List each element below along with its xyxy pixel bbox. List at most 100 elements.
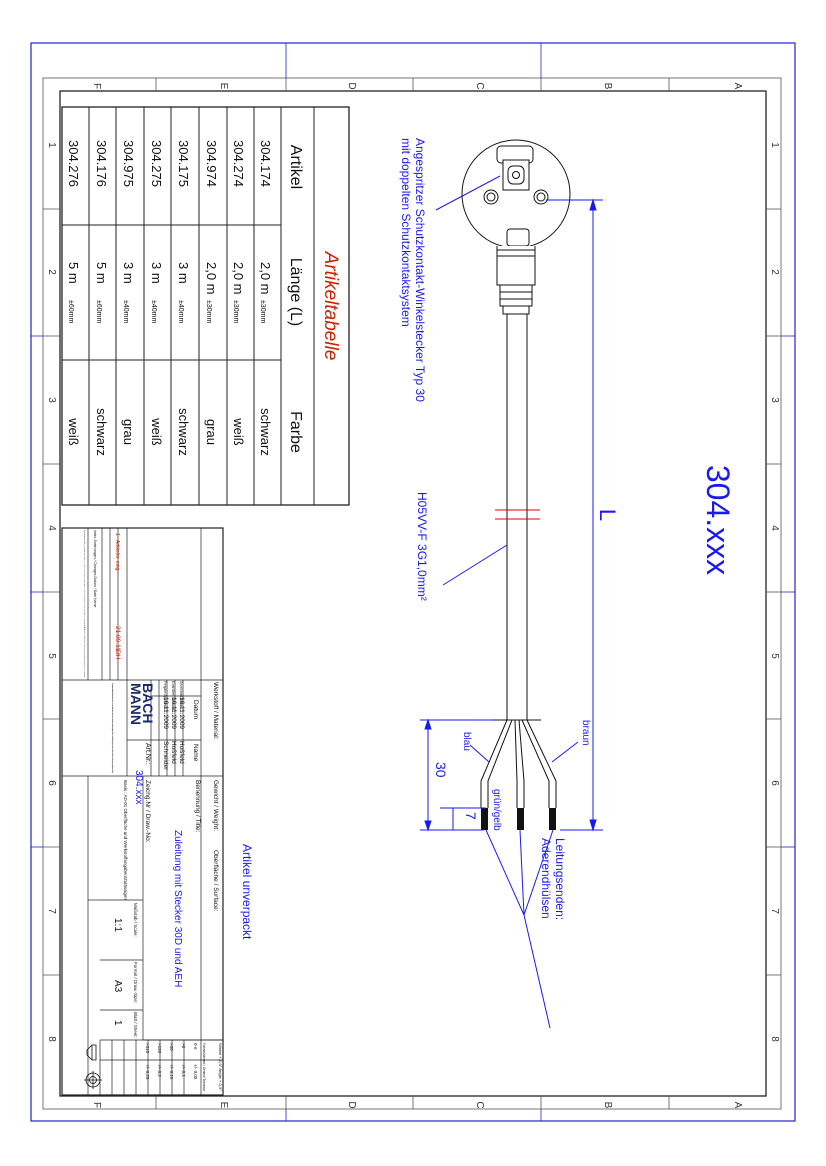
- zone-letter: D: [346, 82, 357, 89]
- wire-label-blue: blau: [461, 732, 472, 751]
- wire-end-note-line1: Leitungsenden:: [553, 838, 567, 920]
- art-no: 304.xxx: [133, 770, 144, 804]
- cell-article: 304.974: [204, 140, 219, 187]
- wire-label-green-yellow: grün/gelb: [491, 789, 502, 831]
- weight-label: Gewicht / Weight:: [212, 780, 219, 831]
- cell-tolerance: ±30mm: [232, 300, 239, 323]
- revision-index: 1: [114, 533, 120, 536]
- tolerance-value: +/- 0,1: [181, 1064, 186, 1077]
- cable-spec: H05VV-F 3G1,0mm²: [415, 492, 429, 601]
- cell-length: 3 m: [149, 262, 164, 284]
- zone-number: 2: [46, 269, 57, 275]
- person-date: 16.11.2009: [170, 697, 177, 729]
- wires: [480, 719, 557, 808]
- person-name: Hoßfeld: [178, 741, 185, 764]
- cable-drawing: [461, 139, 571, 830]
- dimension-sleeve: 7: [463, 812, 479, 820]
- article-table-title: Artikeltabelle: [320, 251, 341, 361]
- zone-number: 4: [46, 525, 57, 531]
- cell-tolerance: ±40mm: [150, 300, 157, 323]
- revision-header: Index Änderungen / Changes Datum / Date …: [93, 530, 97, 607]
- zone-number: 7: [46, 908, 57, 914]
- person-date: 16.11.2009: [162, 697, 169, 729]
- company-logo: BACH MANN: [128, 683, 156, 725]
- cell-color: schwarz: [176, 408, 191, 456]
- cell-length: 5 m: [66, 262, 81, 284]
- length-symbol: L: [595, 509, 620, 521]
- cell-length: 2,0 m: [231, 262, 246, 295]
- designation-label: Benennung / Title:: [194, 780, 201, 833]
- cell-tolerance: ±40mm: [177, 300, 184, 323]
- zone-letter: B: [602, 1102, 613, 1109]
- zone-letter: C: [474, 82, 485, 89]
- zone-number: 6: [769, 780, 780, 786]
- zone-letter: F: [91, 1102, 102, 1108]
- person-name: Hoßfeld: [170, 741, 177, 764]
- tolerance-value: +/- 0,15: [169, 1064, 174, 1080]
- cell-tolerance: ±60mm: [67, 300, 74, 323]
- zone-letter: A: [732, 1102, 743, 1109]
- sheet-label: Blatt / Sheet:: [133, 1012, 138, 1038]
- wire-end-note-line2: Aderendhülsen: [539, 838, 553, 919]
- cell-color: weiß: [66, 417, 81, 446]
- zone-number: 6: [46, 780, 57, 786]
- article-table: Artikeltabelle Artikel Länge (L) Farbe 3…: [61, 106, 350, 506]
- cell-color: grau: [121, 419, 136, 445]
- sheet-value: 1: [112, 1020, 123, 1026]
- tolerance-title: Freimaßtoleranz / General Tolerance: [202, 1043, 206, 1091]
- basis-note: Basis : AD-01 Oberfläche und Werkstoffan…: [123, 780, 128, 900]
- zone-number: 8: [46, 1036, 57, 1042]
- projection-symbol-icon: [84, 1044, 102, 1089]
- tolerance-table: 0-6+/- 0,05>6+/- 0,1>30+/- 0,15>120+/- 0…: [145, 1043, 198, 1080]
- zone-letters: A B C D E F A B C D E F: [91, 82, 743, 1108]
- date-label: Datum: [192, 700, 199, 719]
- cell-tolerance: ±40mm: [122, 300, 129, 323]
- zone-number: 1: [46, 142, 57, 148]
- zone-number: 7: [769, 908, 780, 914]
- company-logo-line1: BACH: [140, 683, 156, 723]
- zone-letter: F: [91, 83, 102, 89]
- header-article: Artikel: [287, 145, 304, 189]
- tolerance-range: >120: [157, 1043, 162, 1054]
- tolerance-value: +/- 0,05: [193, 1064, 198, 1080]
- title-block: Werkstoff / Material: Gewicht / Weight: …: [61, 527, 224, 1096]
- format-label: Format / Draw.-Size:: [133, 962, 138, 1003]
- zone-number: 8: [769, 1036, 780, 1042]
- zone-number: 3: [769, 397, 780, 403]
- zone-number: 5: [769, 653, 780, 659]
- zone-letter: E: [218, 1102, 229, 1109]
- cell-length: 5 m: [94, 262, 109, 284]
- person-role: Kontrolliert Checked: [171, 681, 175, 710]
- plug-note-line2: mit doppelten Schutzkontaktsystem: [399, 138, 413, 327]
- zone-letter: D: [346, 1101, 357, 1108]
- revision-date: 21.09.11: [114, 626, 121, 651]
- zone-numbers: 1 2 3 4 5 6 7 8 1 2 3 4 5 6 7 8: [46, 142, 780, 1042]
- header-length: Länge (L): [287, 258, 304, 327]
- tolerance-range: >315: [145, 1043, 150, 1054]
- person-role: Gezeichnet Drawn: [179, 681, 183, 707]
- format-value: A3: [112, 980, 123, 993]
- cell-color: schwarz: [94, 408, 109, 456]
- zone-number: 5: [46, 653, 57, 659]
- revision-text: Artikelnr. eing.: [114, 540, 120, 572]
- zone-letter: B: [602, 83, 613, 90]
- scale-label: Maßstab / Scale:: [133, 903, 138, 937]
- cell-color: grau: [204, 419, 219, 445]
- zone-number: 1: [769, 142, 780, 148]
- cell-tolerance: ±60mm: [95, 300, 102, 323]
- dimension-strip: 30: [433, 762, 449, 778]
- cell-color: weiß: [231, 417, 246, 446]
- wire-label-brown: braun: [580, 720, 591, 746]
- cell-article: 304.175: [176, 140, 191, 187]
- drawing-frame: [30, 42, 796, 1122]
- drawing-annotations: 304.xxx L Angespritzer Schutzkontakt-Win…: [240, 138, 736, 940]
- zone-letter: A: [732, 83, 743, 90]
- ferrules: [481, 808, 556, 830]
- zone-letter: C: [474, 1101, 485, 1108]
- zone-number: 3: [46, 397, 57, 403]
- cell-article: 304.275: [149, 140, 164, 187]
- cell-tolerance: ±30mm: [259, 300, 266, 323]
- cell-article: 304.174: [258, 140, 273, 187]
- person-date: 16.11.2009: [178, 697, 185, 729]
